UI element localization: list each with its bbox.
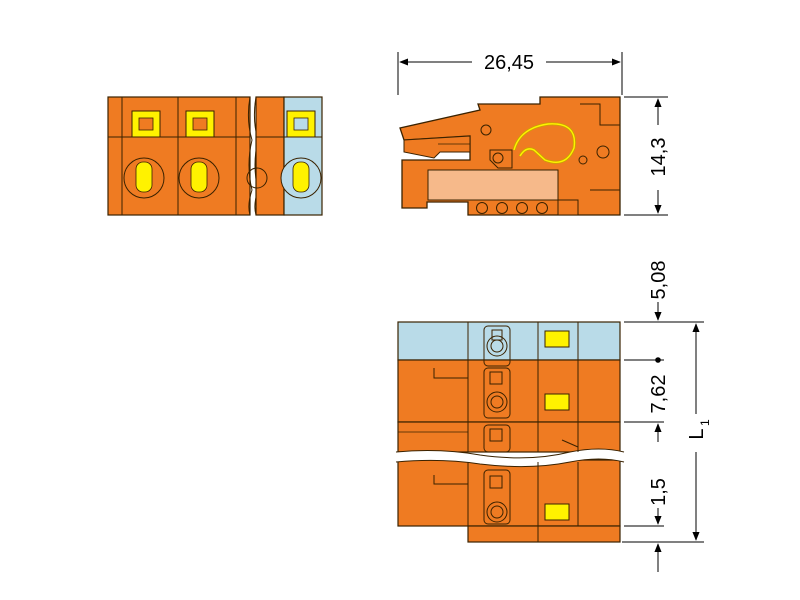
top-pole-2: [483, 367, 570, 419]
front-marker-2: [185, 110, 215, 138]
dim-height-label: 14,3: [648, 138, 670, 177]
dimension-height: 14,3: [624, 96, 670, 216]
dim-pitch-label: 7,62: [648, 375, 670, 414]
front-marker-3: [286, 110, 316, 138]
dim-rib-label: 1,5: [648, 478, 670, 506]
front-wire-entry-3: [280, 157, 322, 199]
front-view: [107, 96, 323, 216]
front-wire-entry-partial: [246, 167, 268, 189]
front-marker-1: [131, 110, 161, 138]
top-pole-1: [483, 325, 570, 367]
side-view: [399, 96, 621, 216]
dimension-total-length: L 1: [686, 323, 712, 541]
dimension-offset: 5,08: [624, 261, 704, 323]
top-pole-3: [483, 424, 579, 453]
top-view: [395, 321, 625, 543]
dimension-length: 26,45: [397, 52, 623, 95]
front-wire-entry-2: [178, 157, 220, 199]
top-pole-4: [483, 469, 570, 525]
front-wire-entry-1: [123, 157, 165, 199]
dim-offset-label: 5,08: [648, 261, 670, 300]
dimension-rib: 1,5: [622, 478, 704, 572]
dim-length-label: 26,45: [484, 52, 534, 74]
dim-total-length-label: L: [686, 428, 708, 439]
dim-total-length-subscript: 1: [698, 419, 712, 426]
dimension-pitch: 7,62: [624, 357, 670, 442]
